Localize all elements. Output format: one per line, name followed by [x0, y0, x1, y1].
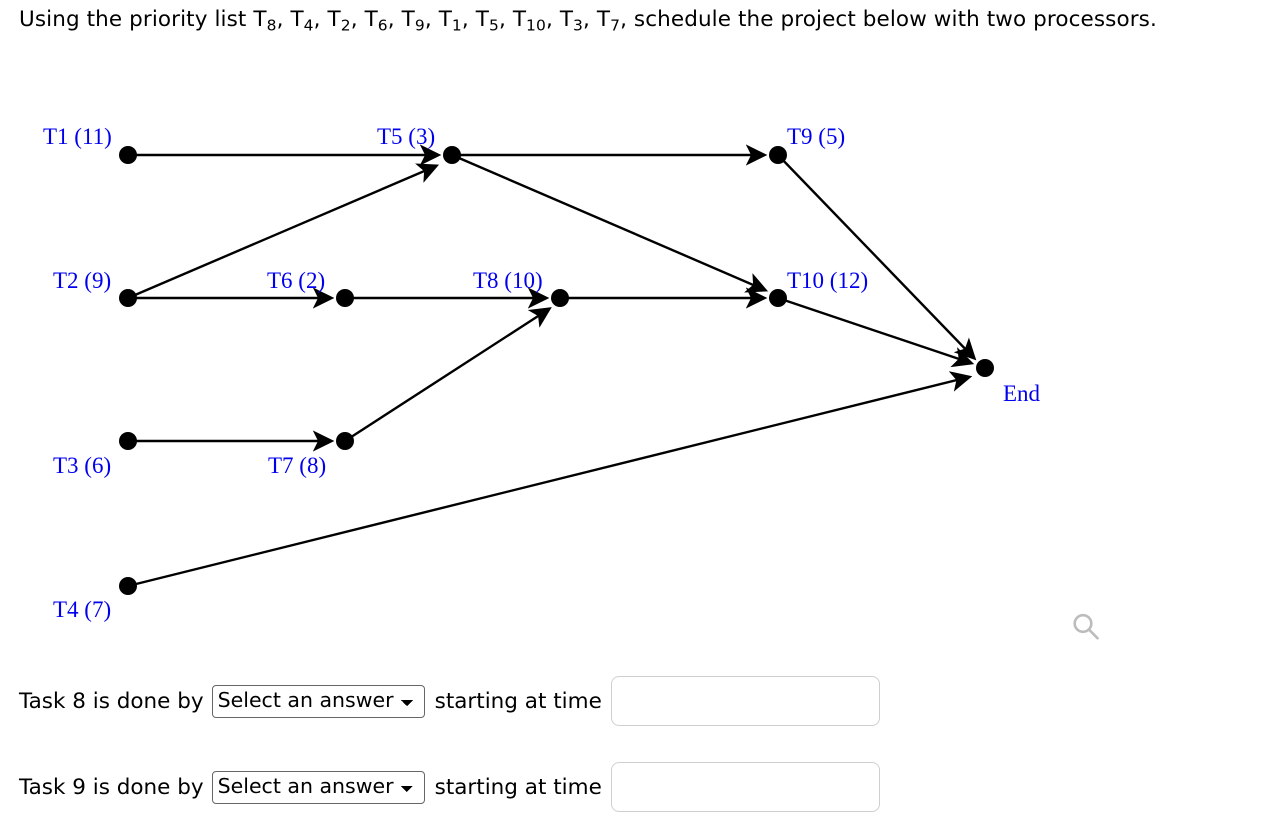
node-t8: [551, 289, 569, 307]
edge-t2-t5: [127, 163, 440, 300]
node-t10: [769, 289, 787, 307]
node-label-t5: T5 (3): [377, 124, 435, 149]
node-label-t7: T7 (8): [268, 453, 326, 478]
node-t1: [119, 146, 137, 164]
priority-item-5: T1: [438, 7, 462, 35]
node-t7: [336, 432, 354, 450]
search-icon[interactable]: [1069, 610, 1103, 644]
search-icon-glyph: [1073, 613, 1099, 640]
node-t9: [769, 146, 787, 164]
priority-item-5-sub: 1: [451, 16, 462, 35]
edge-t10-end: [777, 296, 975, 368]
task9-start-time-input[interactable]: [610, 762, 880, 812]
priority-item-7-sub: 10: [526, 16, 546, 35]
page-prompt: Using the priority list T8, T4, T2, T6, …: [19, 2, 1159, 37]
task8-processor-select[interactable]: Select an answer: [211, 684, 425, 718]
node-t3: [119, 432, 137, 450]
edge-group: [127, 144, 977, 588]
node-label-t1: T1 (11): [43, 124, 112, 149]
task8-label-mid: starting at time: [434, 688, 602, 714]
priority-item-9-sub: 7: [610, 16, 621, 35]
edge-t5-t10: [451, 153, 769, 293]
priority-item-6: T5: [475, 7, 499, 35]
task9-label-mid: starting at time: [434, 774, 602, 800]
node-label-t9: T9 (5): [787, 124, 845, 149]
node-label-t6: T6 (2): [267, 268, 325, 293]
priority-item-4: T9: [401, 7, 425, 35]
node-label-t4: T4 (7): [53, 597, 111, 622]
node-end: [976, 359, 994, 377]
node-t4: [119, 577, 137, 595]
priority-item-4-sub: 9: [414, 16, 425, 35]
priority-list: T8, T4, T2, T6, T9, T1, T5, T10, T3, T7: [253, 7, 621, 35]
node-label-t10: T10 (12): [787, 268, 868, 293]
prompt-lead: Using the priority list: [19, 7, 254, 32]
edge-t9-end: [777, 154, 977, 361]
edge-t7-t8: [344, 307, 552, 443]
prompt-tail: , schedule the project below with two pr…: [620, 7, 1157, 32]
priority-item-7: T10: [512, 7, 546, 35]
priority-item-2: T2: [327, 7, 351, 35]
priority-item-6-sub: 5: [488, 16, 499, 35]
node-label-t8: T8 (10): [473, 268, 543, 293]
node-label-t3: T3 (6): [53, 453, 111, 478]
priority-item-1: T4: [290, 7, 314, 35]
answer-row-task9: Task 9 is done by Select an answer start…: [19, 762, 880, 812]
node-t5: [443, 146, 461, 164]
priority-item-9: T7: [596, 7, 621, 35]
digraph-canvas: T1 (11) T5 (3) T9 (5) T2 (9) T6 (2) T8 (…: [43, 124, 1041, 622]
project-digraph: T1 (11) T5 (3) T9 (5) T2 (9) T6 (2) T8 (…: [0, 100, 1276, 660]
task9-processor-select[interactable]: Select an answer: [211, 770, 425, 804]
priority-item-3: T6: [364, 7, 388, 35]
priority-item-1-sub: 4: [303, 16, 314, 35]
node-t2: [119, 289, 137, 307]
node-label-t2: T2 (9): [53, 268, 111, 293]
answer-row-task8: Task 8 is done by Select an answer start…: [19, 676, 880, 726]
node-label-group: T1 (11) T5 (3) T9 (5) T2 (9) T6 (2) T8 (…: [43, 124, 1041, 622]
priority-item-0-sub: 8: [266, 16, 277, 35]
priority-item-3-sub: 6: [377, 16, 388, 35]
priority-item-8: T3: [559, 7, 583, 35]
priority-item-8-sub: 3: [573, 16, 583, 35]
node-t6: [336, 289, 354, 307]
edge-t4-end: [127, 371, 973, 588]
priority-item-0: T8: [253, 7, 277, 35]
task8-start-time-input[interactable]: [610, 676, 880, 726]
priority-item-2-sub: 2: [340, 16, 351, 35]
node-label-end: End: [1003, 381, 1041, 406]
task8-label-pre: Task 8 is done by: [19, 688, 204, 714]
node-group: [119, 146, 994, 595]
task9-label-pre: Task 9 is done by: [19, 774, 204, 800]
